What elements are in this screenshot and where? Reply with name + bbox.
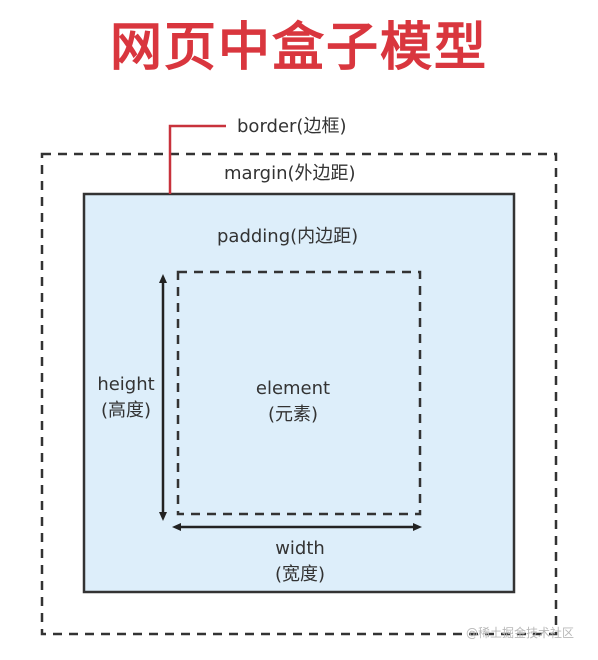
width-label-en: width bbox=[275, 538, 325, 559]
element-label: element (元素) bbox=[238, 376, 348, 428]
height-label: height (高度) bbox=[86, 372, 166, 424]
element-label-cn: (元素) bbox=[267, 404, 319, 425]
watermark: @稀土掘金技术社区 bbox=[466, 626, 575, 640]
width-label-cn: (宽度) bbox=[274, 564, 326, 585]
border-label: border(边框) bbox=[237, 116, 347, 137]
width-label: width (宽度) bbox=[250, 536, 350, 588]
height-label-en: height bbox=[97, 374, 155, 395]
diagram-title: 网页中盒子模型 bbox=[109, 18, 488, 78]
margin-label: margin(外边距) bbox=[224, 163, 356, 184]
height-label-cn: (高度) bbox=[100, 400, 152, 421]
margin-dashed-outline bbox=[40, 152, 558, 636]
padding-label: padding(内边距) bbox=[217, 226, 359, 247]
border-leader-line bbox=[168, 124, 226, 194]
element-label-en: element bbox=[255, 378, 331, 399]
element-dashed-outline bbox=[176, 270, 422, 516]
